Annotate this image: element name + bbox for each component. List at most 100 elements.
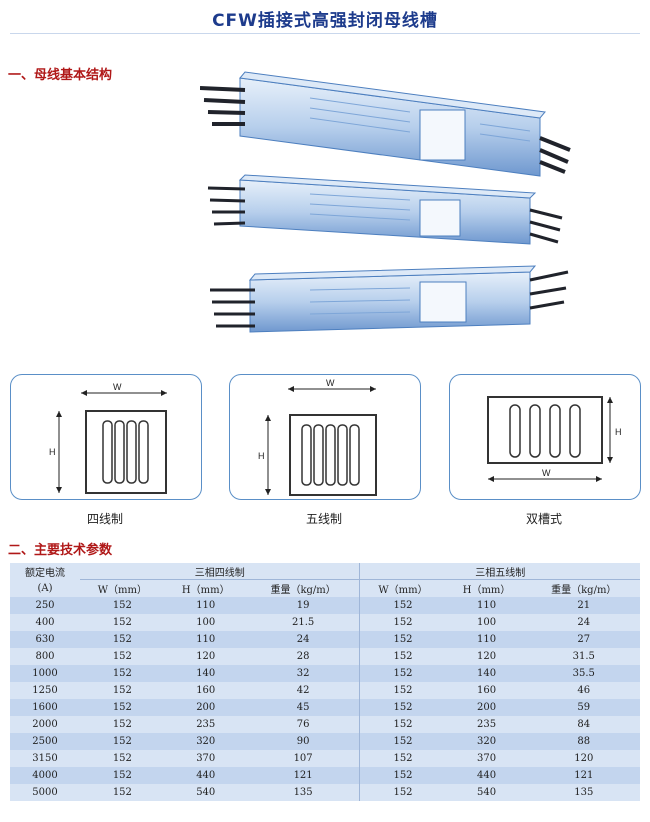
diagram-five-wire: W H — [229, 374, 421, 500]
table-cell: 160 — [477, 685, 497, 696]
busway-unit-3 — [210, 265, 569, 333]
table-cell: 152 — [359, 716, 446, 733]
table-cell: 320 — [445, 733, 528, 750]
table-cell: 31.5 — [572, 651, 595, 662]
table-cell: 152 — [359, 648, 446, 665]
table-cell: 1600 — [10, 699, 80, 716]
table-cell: 110 — [445, 631, 528, 648]
height-label: H — [258, 451, 265, 461]
table-cell: 21.5 — [291, 617, 315, 628]
busway-unit-2 — [207, 174, 563, 245]
table-cell: 120 — [574, 753, 594, 764]
table-cell: 152 — [80, 631, 165, 648]
busway-product-image — [200, 71, 571, 333]
table-cell: 120 — [477, 651, 497, 662]
table-cell: 100 — [477, 617, 497, 628]
table-cell: 46 — [577, 685, 591, 696]
table-cell: 152 — [359, 767, 446, 784]
page-title: CFW插接式高强封闭母线槽 — [212, 11, 438, 31]
table-cell: 370 — [477, 753, 497, 764]
subheader-cell: W（mm） — [97, 585, 147, 596]
table-cell: 110 — [164, 597, 247, 614]
rated-current-header: 额定电流 — [25, 567, 65, 579]
width-label: W — [326, 378, 335, 388]
table-row: 3150 152 370 107 152 370 120 — [10, 750, 640, 767]
table-cell: 135 — [574, 787, 594, 798]
table-row: 2000 152 235 76 152 235 84 — [10, 716, 640, 733]
table-cell: 152 — [359, 597, 446, 614]
table-cell: 160 — [196, 685, 216, 696]
height-label: H — [615, 427, 622, 437]
table-cell: 107 — [293, 753, 313, 764]
table-cell: 59 — [527, 699, 640, 716]
table-cell: 2500 — [10, 733, 80, 750]
group-header-four-wire: 三相四线制 — [80, 563, 360, 580]
table-cell: 35.5 — [527, 665, 640, 682]
table-cell: 152 — [359, 614, 446, 631]
table-cell: 152 — [80, 665, 165, 682]
table-cell: 152 — [359, 682, 446, 699]
table-cell: 152 — [359, 750, 446, 767]
table-cell: 24 — [577, 617, 591, 628]
diagram-caption-four-wire: 四线制 — [86, 512, 123, 526]
table-header-row: 额定电流 三相四线制 三相五线制 — [10, 563, 640, 580]
table-cell: 121 — [246, 767, 360, 784]
table-cell: 152 — [112, 787, 132, 798]
subheader-cell: H（mm） — [462, 585, 511, 596]
table-cell: 1000 — [10, 665, 80, 682]
table-cell: 152 — [80, 699, 165, 716]
table-cell: 200 — [164, 699, 247, 716]
table-cell: 540 — [477, 787, 497, 798]
table-cell: 88 — [527, 733, 640, 750]
table-cell: 152 — [359, 665, 446, 682]
diagram-caption-double-trough: 双槽式 — [525, 512, 562, 526]
table-cell: 152 — [112, 685, 132, 696]
diagram-four-wire: W H — [10, 374, 202, 500]
group-header-five-wire: 三相五线制 — [359, 563, 640, 580]
table-cell: 320 — [164, 733, 247, 750]
table-cell: 152 — [112, 753, 132, 764]
table-cell: 140 — [164, 665, 247, 682]
table-cell: 440 — [445, 767, 528, 784]
table-cell: 3150 — [32, 753, 58, 764]
table-cell: 152 — [112, 651, 132, 662]
table-cell: 440 — [164, 767, 247, 784]
table-cell: 400 — [35, 617, 55, 628]
table-cell: 84 — [577, 719, 591, 730]
table-cell: 120 — [196, 651, 216, 662]
table-cell: 152 — [112, 719, 132, 730]
table-cell: 140 — [445, 665, 528, 682]
table-subheader-row: (A) W（mm） H（mm） 重量（kg/m） W（mm） H（mm） 重量（… — [10, 579, 640, 597]
table-cell: 152 — [80, 597, 165, 614]
subheader-cell: H（mm） — [181, 585, 230, 596]
table-cell: 630 — [10, 631, 80, 648]
table-cell: 24 — [246, 631, 360, 648]
table-cell: 370 — [196, 753, 216, 764]
table-cell: 27 — [527, 631, 640, 648]
table-cell: 42 — [296, 685, 310, 696]
table-cell: 235 — [196, 719, 216, 730]
table-cell: 2000 — [32, 719, 58, 730]
table-cell: 152 — [359, 699, 446, 716]
subheader-cell: W（mm） — [359, 579, 446, 597]
table-cell: 152 — [359, 784, 446, 801]
table-cell: 235 — [477, 719, 497, 730]
table-cell: 110 — [164, 631, 247, 648]
rated-current-unit: (A) — [37, 582, 53, 594]
table-cell: 76 — [296, 719, 310, 730]
subheader-cell: 重量（kg/m） — [551, 585, 617, 596]
table-cell: 152 — [112, 617, 132, 628]
table-cell: 152 — [80, 767, 165, 784]
table-cell: 540 — [196, 787, 216, 798]
table-cell: 800 — [35, 651, 55, 662]
table-cell: 250 — [10, 597, 80, 614]
